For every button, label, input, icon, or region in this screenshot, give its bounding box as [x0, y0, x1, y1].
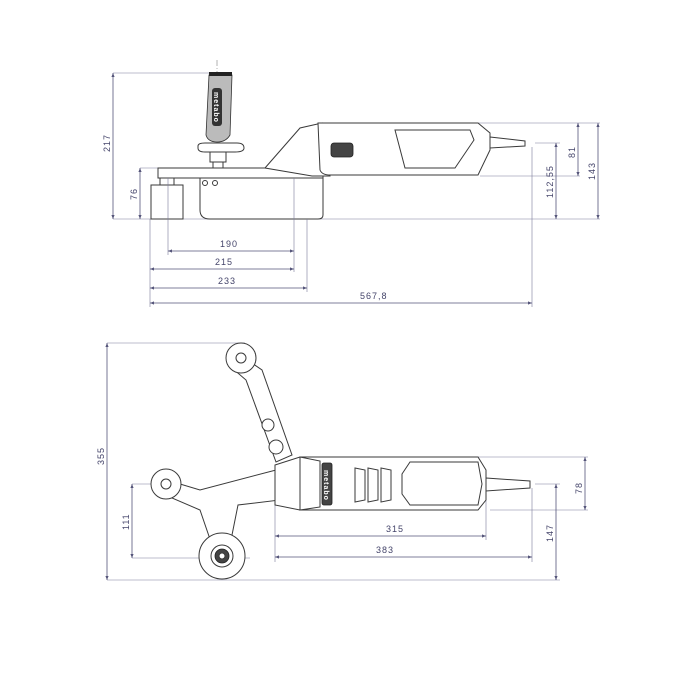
dim-567-8: 567,8	[360, 291, 388, 301]
body-brand-text: metabo	[322, 470, 329, 501]
handle-brand-text: metabo	[212, 92, 219, 123]
side-view: metabo 217 76 81 112,55 143 190 215	[102, 60, 600, 307]
dim-147: 147	[545, 524, 555, 542]
dim-233: 233	[218, 276, 236, 286]
dim-215: 215	[215, 257, 233, 267]
dim-76: 76	[129, 188, 139, 200]
dim-315: 315	[386, 524, 404, 534]
tool-body-top: metabo	[274, 456, 531, 511]
power-cord	[489, 136, 526, 149]
lower-arm	[157, 469, 281, 546]
top-view: metabo 355 111 78 147 315 383	[96, 342, 588, 581]
side-handle: metabo	[197, 72, 245, 169]
dim-143: 143	[587, 162, 597, 180]
roller-side	[150, 184, 184, 220]
power-cord-top	[485, 477, 531, 492]
belt-housing	[199, 177, 324, 220]
dim-81: 81	[567, 146, 577, 158]
dim-111: 111	[121, 513, 131, 530]
dim-217: 217	[102, 134, 112, 152]
dim-112-55: 112,55	[545, 165, 555, 198]
dim-190: 190	[220, 239, 238, 249]
dim-78: 78	[574, 482, 584, 494]
dim-355: 355	[96, 447, 106, 465]
tool-body-side	[264, 122, 526, 177]
dim-383: 383	[376, 545, 394, 555]
